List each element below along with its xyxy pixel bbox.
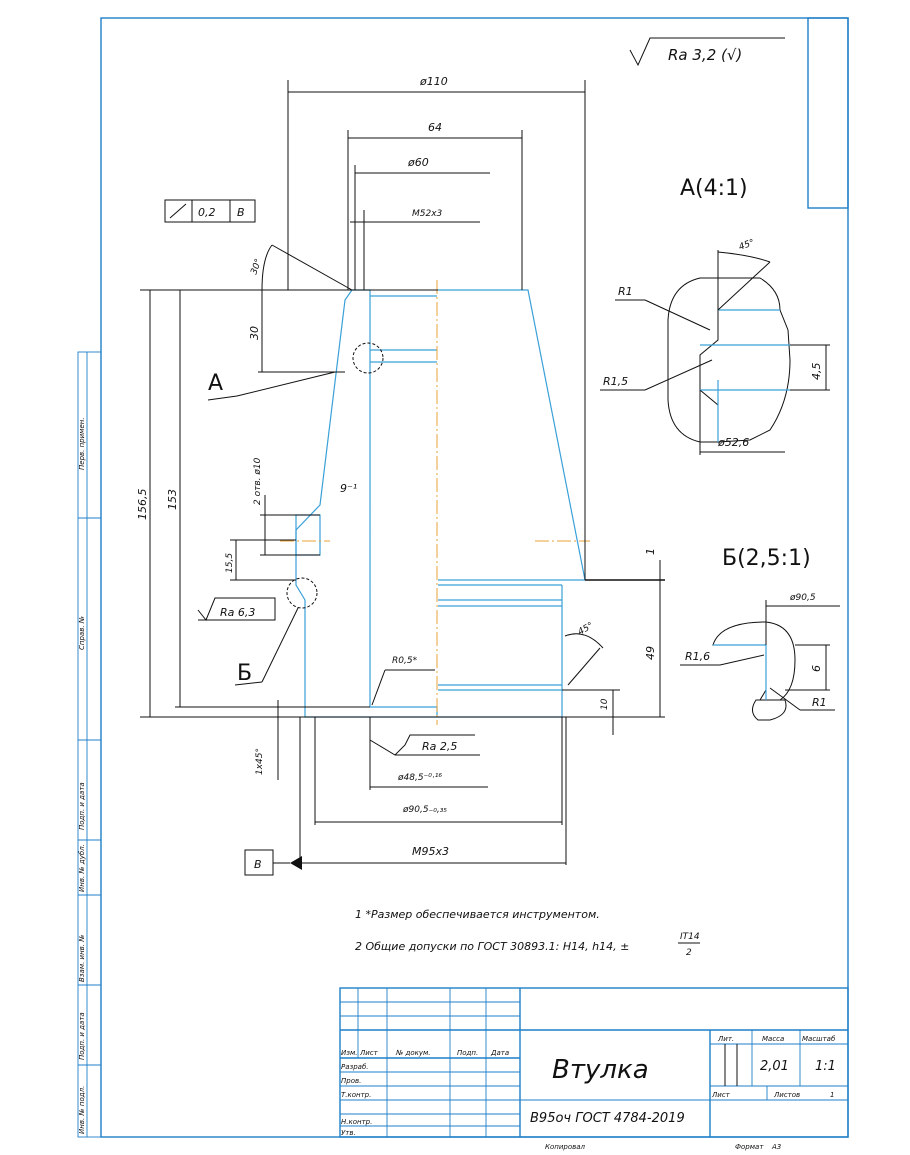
- note-fraction-den: 2: [686, 948, 692, 958]
- role-norm-control: Н.контр.: [341, 1118, 372, 1126]
- dim-30: 30: [248, 326, 261, 340]
- lit-label: Лит.: [717, 1035, 734, 1043]
- detail-b-d905: ø90,5: [789, 593, 816, 603]
- detail-callout-a: А: [208, 371, 223, 396]
- detail-a-r15: R1,5: [603, 375, 628, 388]
- dim-d60: ø60: [407, 156, 429, 169]
- header-sign: Подп.: [457, 1049, 478, 1057]
- strip-label: Инв. № подл.: [78, 1086, 86, 1134]
- header-doc: № докум.: [395, 1049, 431, 1057]
- role-approved: Утв.: [341, 1129, 356, 1137]
- dim-156-5: 156,5: [136, 489, 149, 521]
- sheets-label: Листов: [773, 1091, 800, 1099]
- top-right-box: [807, 17, 849, 209]
- dim-49: 49: [644, 646, 657, 660]
- dim-1: 1: [644, 548, 657, 555]
- main-view: 0,2 В ø110 64 ø60 M52x3 30° 30 А 2 отв. …: [136, 75, 665, 876]
- role-checker: Пров.: [341, 1077, 361, 1085]
- note-fraction-num: IT14: [680, 932, 700, 942]
- strip-label: Перв. примен.: [78, 417, 86, 470]
- mass-label: Масса: [762, 1035, 784, 1043]
- dim-15-5: 15,5: [225, 553, 235, 573]
- side-strip: Перв. примен. Справ. № Подп. и дата Инв.…: [77, 351, 102, 1138]
- dim-10: 10: [600, 698, 610, 710]
- header-izm: Изм.: [341, 1049, 357, 1057]
- tolerance-datum: В: [237, 206, 245, 219]
- sheet-label: Лист: [711, 1091, 731, 1099]
- note-2: 2 Общие допуски по ГОСТ 30893.1: H14, h1…: [355, 940, 629, 953]
- copied-label: Копировал: [545, 1143, 586, 1151]
- dim-angle-30: 30°: [249, 258, 264, 276]
- sheets-value: 1: [830, 1091, 834, 1099]
- dim-d110: ø110: [419, 75, 448, 88]
- detail-a-d526: ø52,6: [717, 436, 749, 449]
- part-name: Втулка: [552, 1055, 649, 1085]
- roughness-ra63: Ra 6,3: [220, 606, 255, 619]
- role-developer: Разраб.: [341, 1063, 369, 1071]
- dim-m52: M52x3: [412, 209, 443, 219]
- dim-d90-5: ø90,5₋₀,₃₅: [402, 805, 447, 815]
- scale-label: Масштаб: [802, 1035, 836, 1043]
- title-block: Изм. Лист № докум. Подп. Дата Разраб. Пр…: [339, 987, 849, 1151]
- strip-label: Подп. и дата: [78, 1012, 86, 1060]
- dim-m95: M95x3: [412, 845, 449, 858]
- datum-label: В: [254, 858, 262, 871]
- dim-9: 9⁻¹: [340, 482, 357, 495]
- general-roughness: Ra 3,2 (√): [629, 37, 785, 67]
- roughness-text: Ra 3,2 (√): [668, 46, 742, 64]
- format-label: Формат: [735, 1143, 764, 1151]
- strip-label: Подп. и дата: [78, 782, 86, 830]
- detail-b-r1: R1: [812, 696, 827, 709]
- header-list: Лист: [359, 1049, 379, 1057]
- detail-callout-b: Б: [237, 661, 252, 686]
- header-date: Дата: [490, 1049, 509, 1057]
- datum-triangle: [290, 856, 302, 870]
- strip-label: Инв. № дубл.: [78, 844, 86, 892]
- strip-label: Взам. инв. №: [78, 934, 86, 982]
- detail-a-title: А(4:1): [680, 176, 748, 201]
- format-value: А3: [771, 1143, 781, 1151]
- detail-b: Б(2,5:1) ø90,5 R1,6 6 R1: [680, 546, 840, 721]
- mass-value: 2,01: [760, 1059, 789, 1074]
- detail-a-45: 4,5: [810, 363, 823, 381]
- strip-label: Справ. №: [78, 616, 86, 650]
- dim-64: 64: [428, 121, 442, 134]
- section-hatch: [295, 289, 438, 718]
- role-tech-control: Т.контр.: [341, 1091, 371, 1099]
- dim-d48-5: ø48,5⁻⁰·¹⁶: [397, 773, 442, 783]
- detail-b-title: Б(2,5:1): [722, 546, 811, 571]
- detail-a-angle: 45°: [738, 238, 756, 253]
- detail-b-r16: R1,6: [685, 650, 710, 663]
- tolerance-value: 0,2: [198, 206, 216, 219]
- scale-value: 1:1: [815, 1059, 836, 1074]
- roughness-ra25: Ra 2,5: [422, 740, 457, 753]
- dim-chamfer: 1x45°: [255, 748, 265, 775]
- material-designation: В95оч ГОСТ 4784-2019: [530, 1111, 685, 1126]
- detail-b-6: 6: [810, 665, 823, 672]
- note-1: 1 *Размер обеспечивается инструментом.: [355, 908, 600, 921]
- dim-holes: 2 отв. ø10: [253, 457, 263, 505]
- dim-r05: R0,5*: [392, 656, 418, 666]
- technical-notes: 1 *Размер обеспечивается инструментом. 2…: [355, 908, 700, 958]
- tolerance-frame: 0,2 В: [164, 199, 256, 223]
- detail-a: А(4:1) 45° R1 R1,5 4,5 ø52,6: [600, 176, 830, 455]
- detail-a-r1: R1: [618, 285, 633, 298]
- dim-153: 153: [166, 489, 179, 510]
